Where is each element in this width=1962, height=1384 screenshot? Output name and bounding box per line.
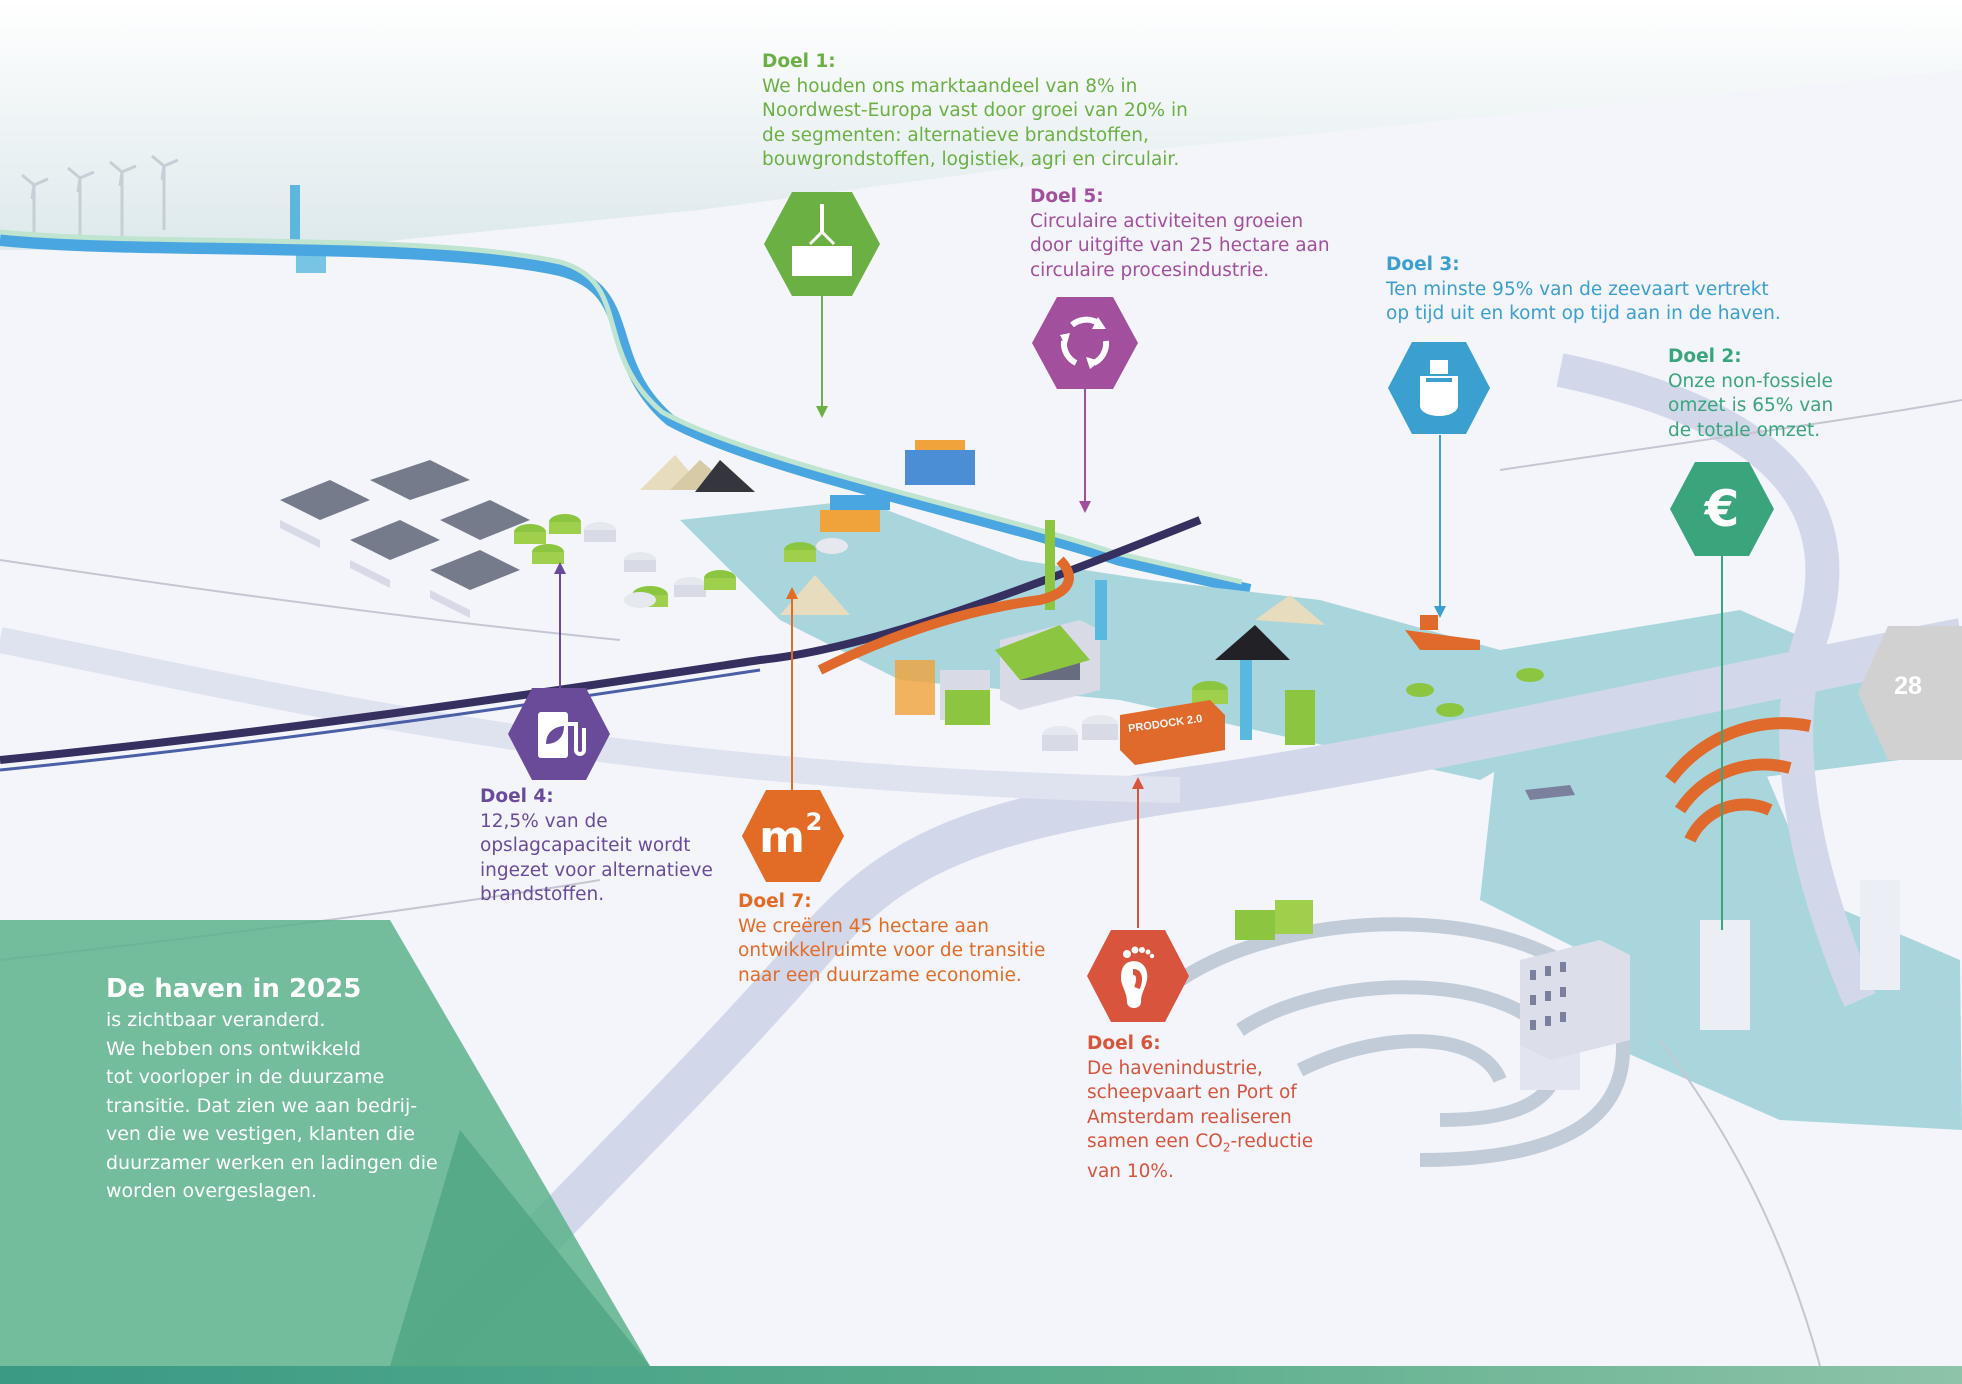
goal-2-body: Onze non-fossiele omzet is 65% van de to… — [1668, 370, 1834, 441]
goal-3-title: Doel 3: — [1386, 254, 1460, 275]
goal-1-title: Doel 1: — [762, 51, 836, 72]
footprint-icon — [1121, 946, 1155, 1008]
small-ship — [1525, 785, 1575, 800]
intro-body: is zichtbaar veranderd. We hebben ons on… — [106, 1009, 438, 1202]
doel5-hexagon — [1030, 295, 1140, 391]
svg-text:2: 2 — [806, 808, 823, 836]
chimney — [290, 185, 300, 255]
crane-container-icon — [792, 204, 852, 276]
fuel-pump-leaf-icon — [538, 712, 586, 758]
euro-icon: € — [1704, 480, 1740, 538]
industrial-plant — [817, 520, 1315, 745]
goal-3-body: Ten minste 95% van de zeevaart vertrekt … — [1386, 278, 1781, 325]
container-stacks — [820, 440, 975, 532]
goal-1-body: We houden ons marktaandeel van 8% in Noo… — [762, 75, 1188, 171]
canal — [0, 234, 1252, 596]
goal-6-title: Doel 6: — [1087, 1033, 1161, 1054]
doel3-hexagon — [1386, 340, 1492, 436]
intro-text: De haven in 2025 is zichtbaar veranderd.… — [106, 972, 466, 1206]
goal-1-text: Doel 1: We houden ons marktaandeel van 8… — [762, 50, 1202, 173]
goal-7-body: We creëren 45 hectare aan ontwikkelruimt… — [738, 915, 1046, 986]
goal-2-title: Doel 2: — [1668, 346, 1742, 367]
square-meter-icon: m 2 — [759, 808, 822, 863]
wind-turbines — [21, 154, 179, 238]
main-road — [403, 618, 1962, 1381]
goal-5-title: Doel 5: — [1030, 186, 1104, 207]
goal-6-text: Doel 6: De havenindustrie, scheepvaart e… — [1087, 1032, 1347, 1185]
goal-5-text: Doel 5: Circulaire activiteiten groeien … — [1030, 185, 1360, 283]
orange-ship — [1405, 615, 1480, 650]
prodock-building — [1120, 700, 1225, 765]
doel4-hexagon — [506, 686, 612, 782]
goal-4-body: 12,5% van de opslagcapaciteit wordt inge… — [480, 810, 713, 906]
page-tab — [1858, 626, 1962, 760]
connector-lines — [559, 295, 1723, 930]
goal-7-title: Doel 7: — [738, 891, 812, 912]
page-number: 28 — [1894, 672, 1922, 700]
storage-tanks — [514, 514, 1544, 751]
bulk-piles — [640, 455, 1325, 660]
doel6-hexagon — [1085, 928, 1191, 1024]
svg-text:m: m — [759, 812, 805, 863]
railway-dark — [0, 516, 1202, 764]
solar-panels — [280, 460, 530, 590]
goal-3-text: Doel 3: Ten minste 95% van de zeevaart v… — [1386, 253, 1816, 327]
doel2-hexagon: € — [1668, 460, 1776, 558]
goal-6-body: De havenindustrie, scheepvaart en Port o… — [1087, 1057, 1314, 1183]
goal-2-text: Doel 2: Onze non-fossiele omzet is 65% v… — [1668, 345, 1888, 443]
apartment-building — [1520, 940, 1630, 1060]
doel1-hexagon — [762, 190, 882, 298]
goal-7-text: Doel 7: We creëren 45 hectare aan ontwik… — [738, 890, 1078, 988]
bottom-gradient-bar — [0, 1366, 1962, 1384]
ship-icon — [1420, 360, 1458, 416]
wifi-signal — [1665, 717, 1812, 843]
connector-arrowheads — [554, 406, 1446, 789]
goal-5-body: Circulaire activiteiten groeien door uit… — [1030, 210, 1330, 281]
green-truck — [1235, 900, 1313, 940]
curved-road — [1556, 353, 1876, 1007]
doel7-hexagon: m 2 — [740, 788, 846, 884]
intro-title: De haven in 2025 — [106, 974, 362, 1004]
goal-4-text: Doel 4: 12,5% van de opslagcapaciteit wo… — [480, 785, 760, 908]
sea-horizon — [0, 0, 1962, 250]
goal-4-title: Doel 4: — [480, 786, 554, 807]
